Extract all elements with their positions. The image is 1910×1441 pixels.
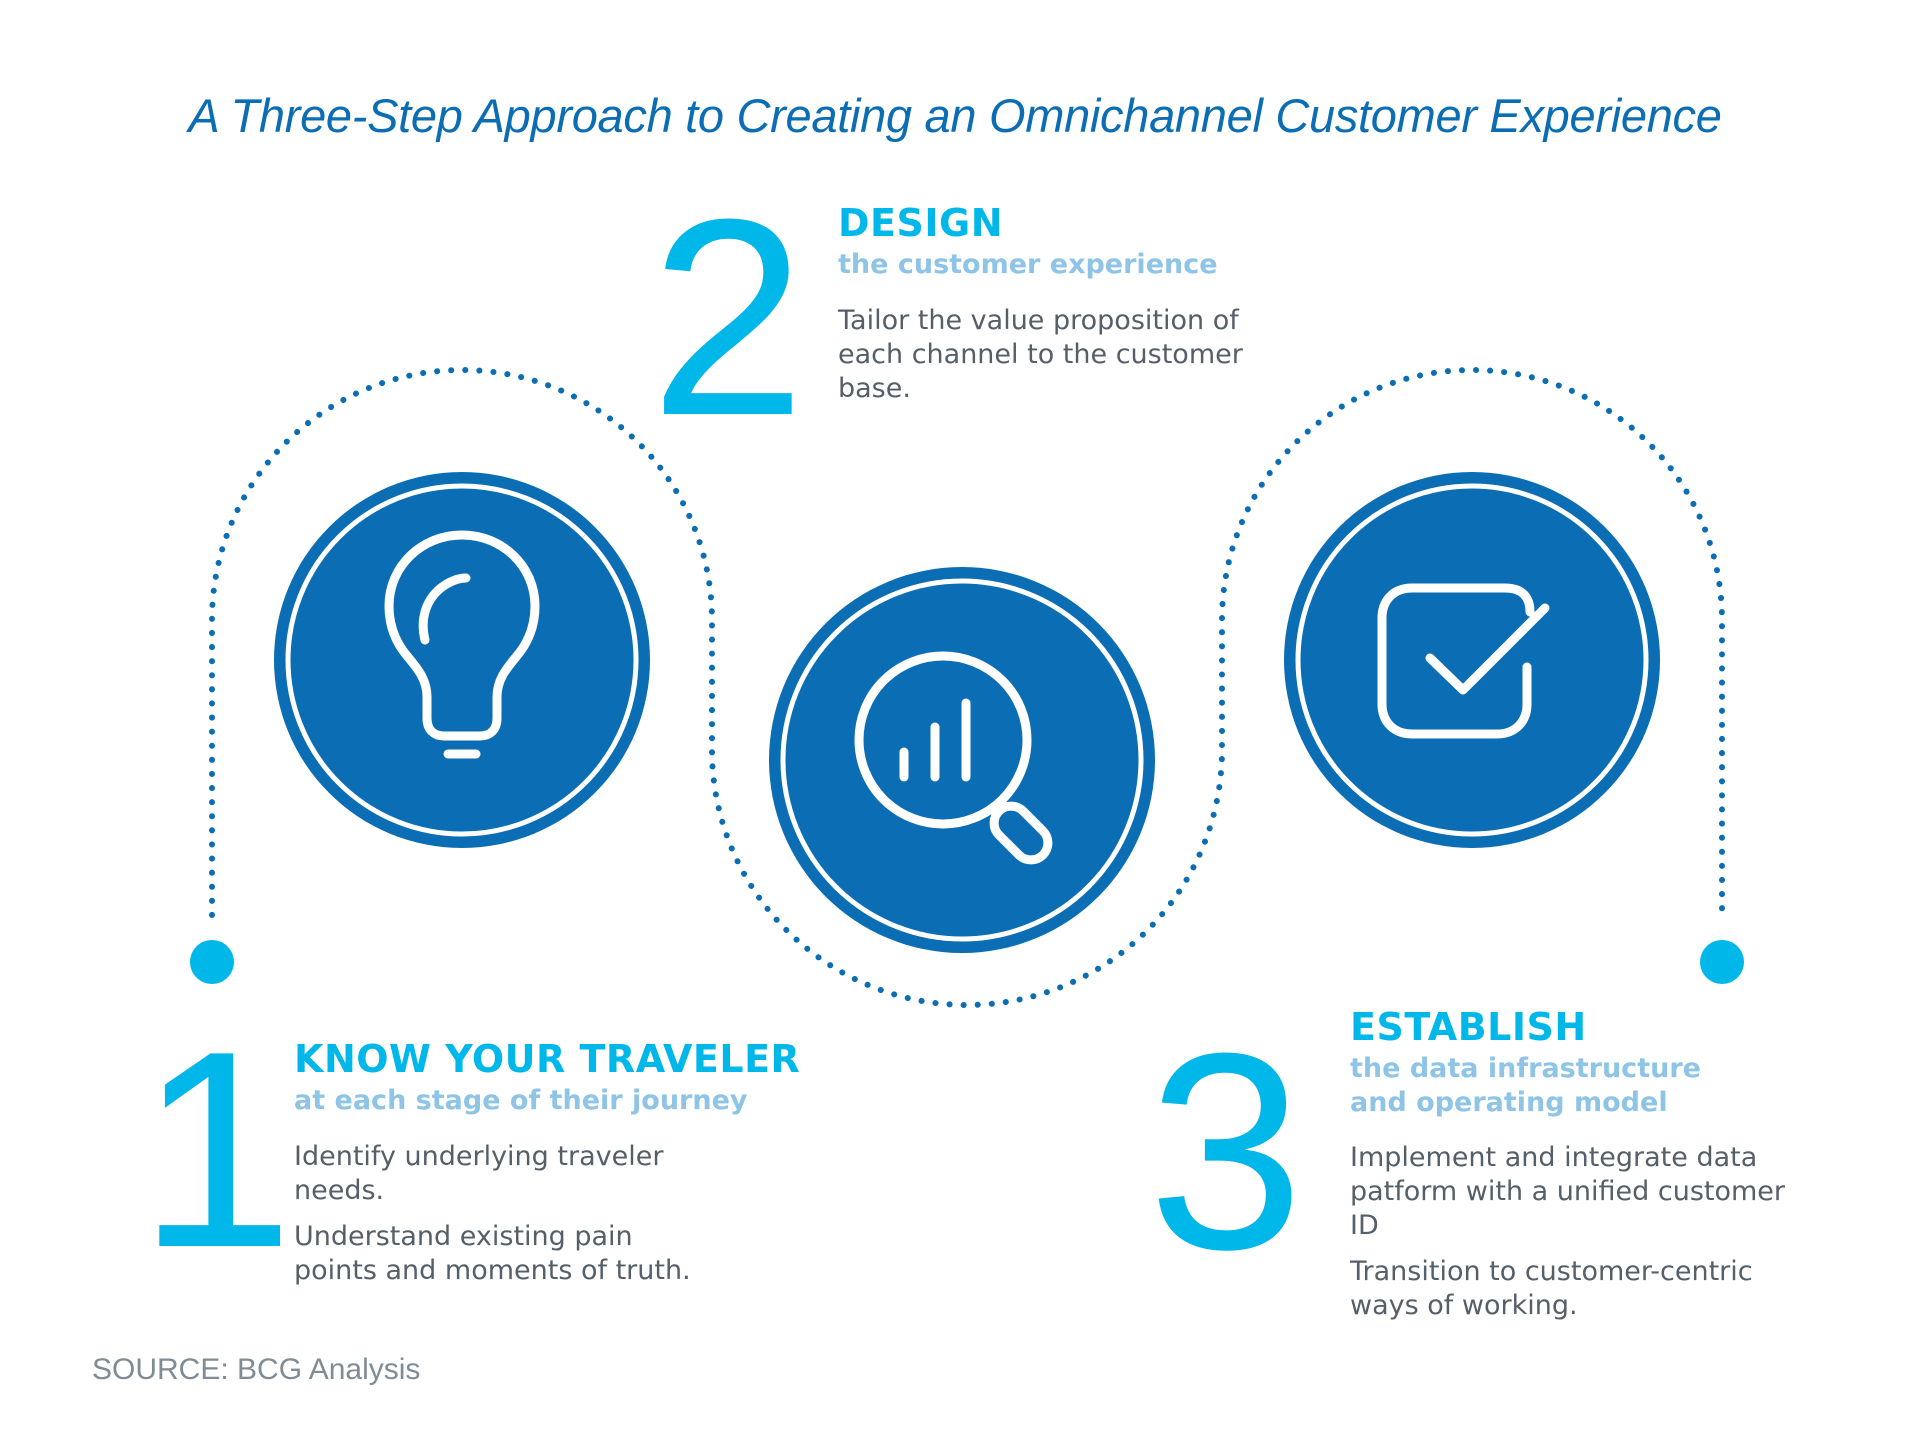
step3-subheading: the data infrastructure and operating mo… [1350, 1052, 1701, 1118]
step3-body: Implement and integrate data patform wit… [1350, 1141, 1800, 1323]
step2-point: Tailor the value proposition of each cha… [838, 304, 1243, 404]
step1-circle [274, 472, 650, 848]
step2-subheading: the customer experience [838, 248, 1218, 280]
start-dot [190, 940, 234, 984]
step3-heading: ESTABLISH [1350, 1005, 1587, 1049]
step2-circle [769, 567, 1155, 953]
step1-point: Understand existing pain points and mome… [294, 1220, 691, 1286]
step3-text: ESTABLISH the data infrastructure and op… [1350, 1005, 1810, 1335]
step1-point: Identify underlying traveler needs. [294, 1140, 664, 1206]
step2-number: 2 [650, 162, 806, 474]
step2-heading: DESIGN [838, 201, 1004, 245]
step1-number: 1 [138, 994, 294, 1306]
step1-heading: KNOW YOUR TRAVELER [294, 1037, 801, 1081]
diagram-title: A Three-Step Approach to Creating an Omn… [188, 89, 1722, 142]
step3-circle [1284, 472, 1660, 848]
checkbox-icon [1377, 583, 1550, 739]
step1-subheading: at each stage of their journey [294, 1084, 748, 1116]
dotted-connector [209, 367, 1725, 1008]
step3-point: Transition to customer-centric ways of w… [1350, 1256, 1753, 1322]
step1-text: KNOW YOUR TRAVELER at each stage of thei… [294, 1037, 814, 1300]
source-note: SOURCE: BCG Analysis [92, 1353, 421, 1386]
lightbulb-icon [384, 530, 540, 759]
step1-body: Identify underlying traveler needs. Unde… [294, 1140, 714, 1288]
magnifier-bar-chart-icon [854, 651, 1053, 865]
end-dot [1700, 940, 1744, 984]
step2-text: DESIGN the customer experience Tailor th… [838, 201, 1278, 418]
step2-body: Tailor the value proposition of each cha… [838, 304, 1278, 406]
step3-point: Implement and integrate data patform wit… [1350, 1142, 1786, 1242]
step3-number: 3 [1148, 996, 1304, 1308]
